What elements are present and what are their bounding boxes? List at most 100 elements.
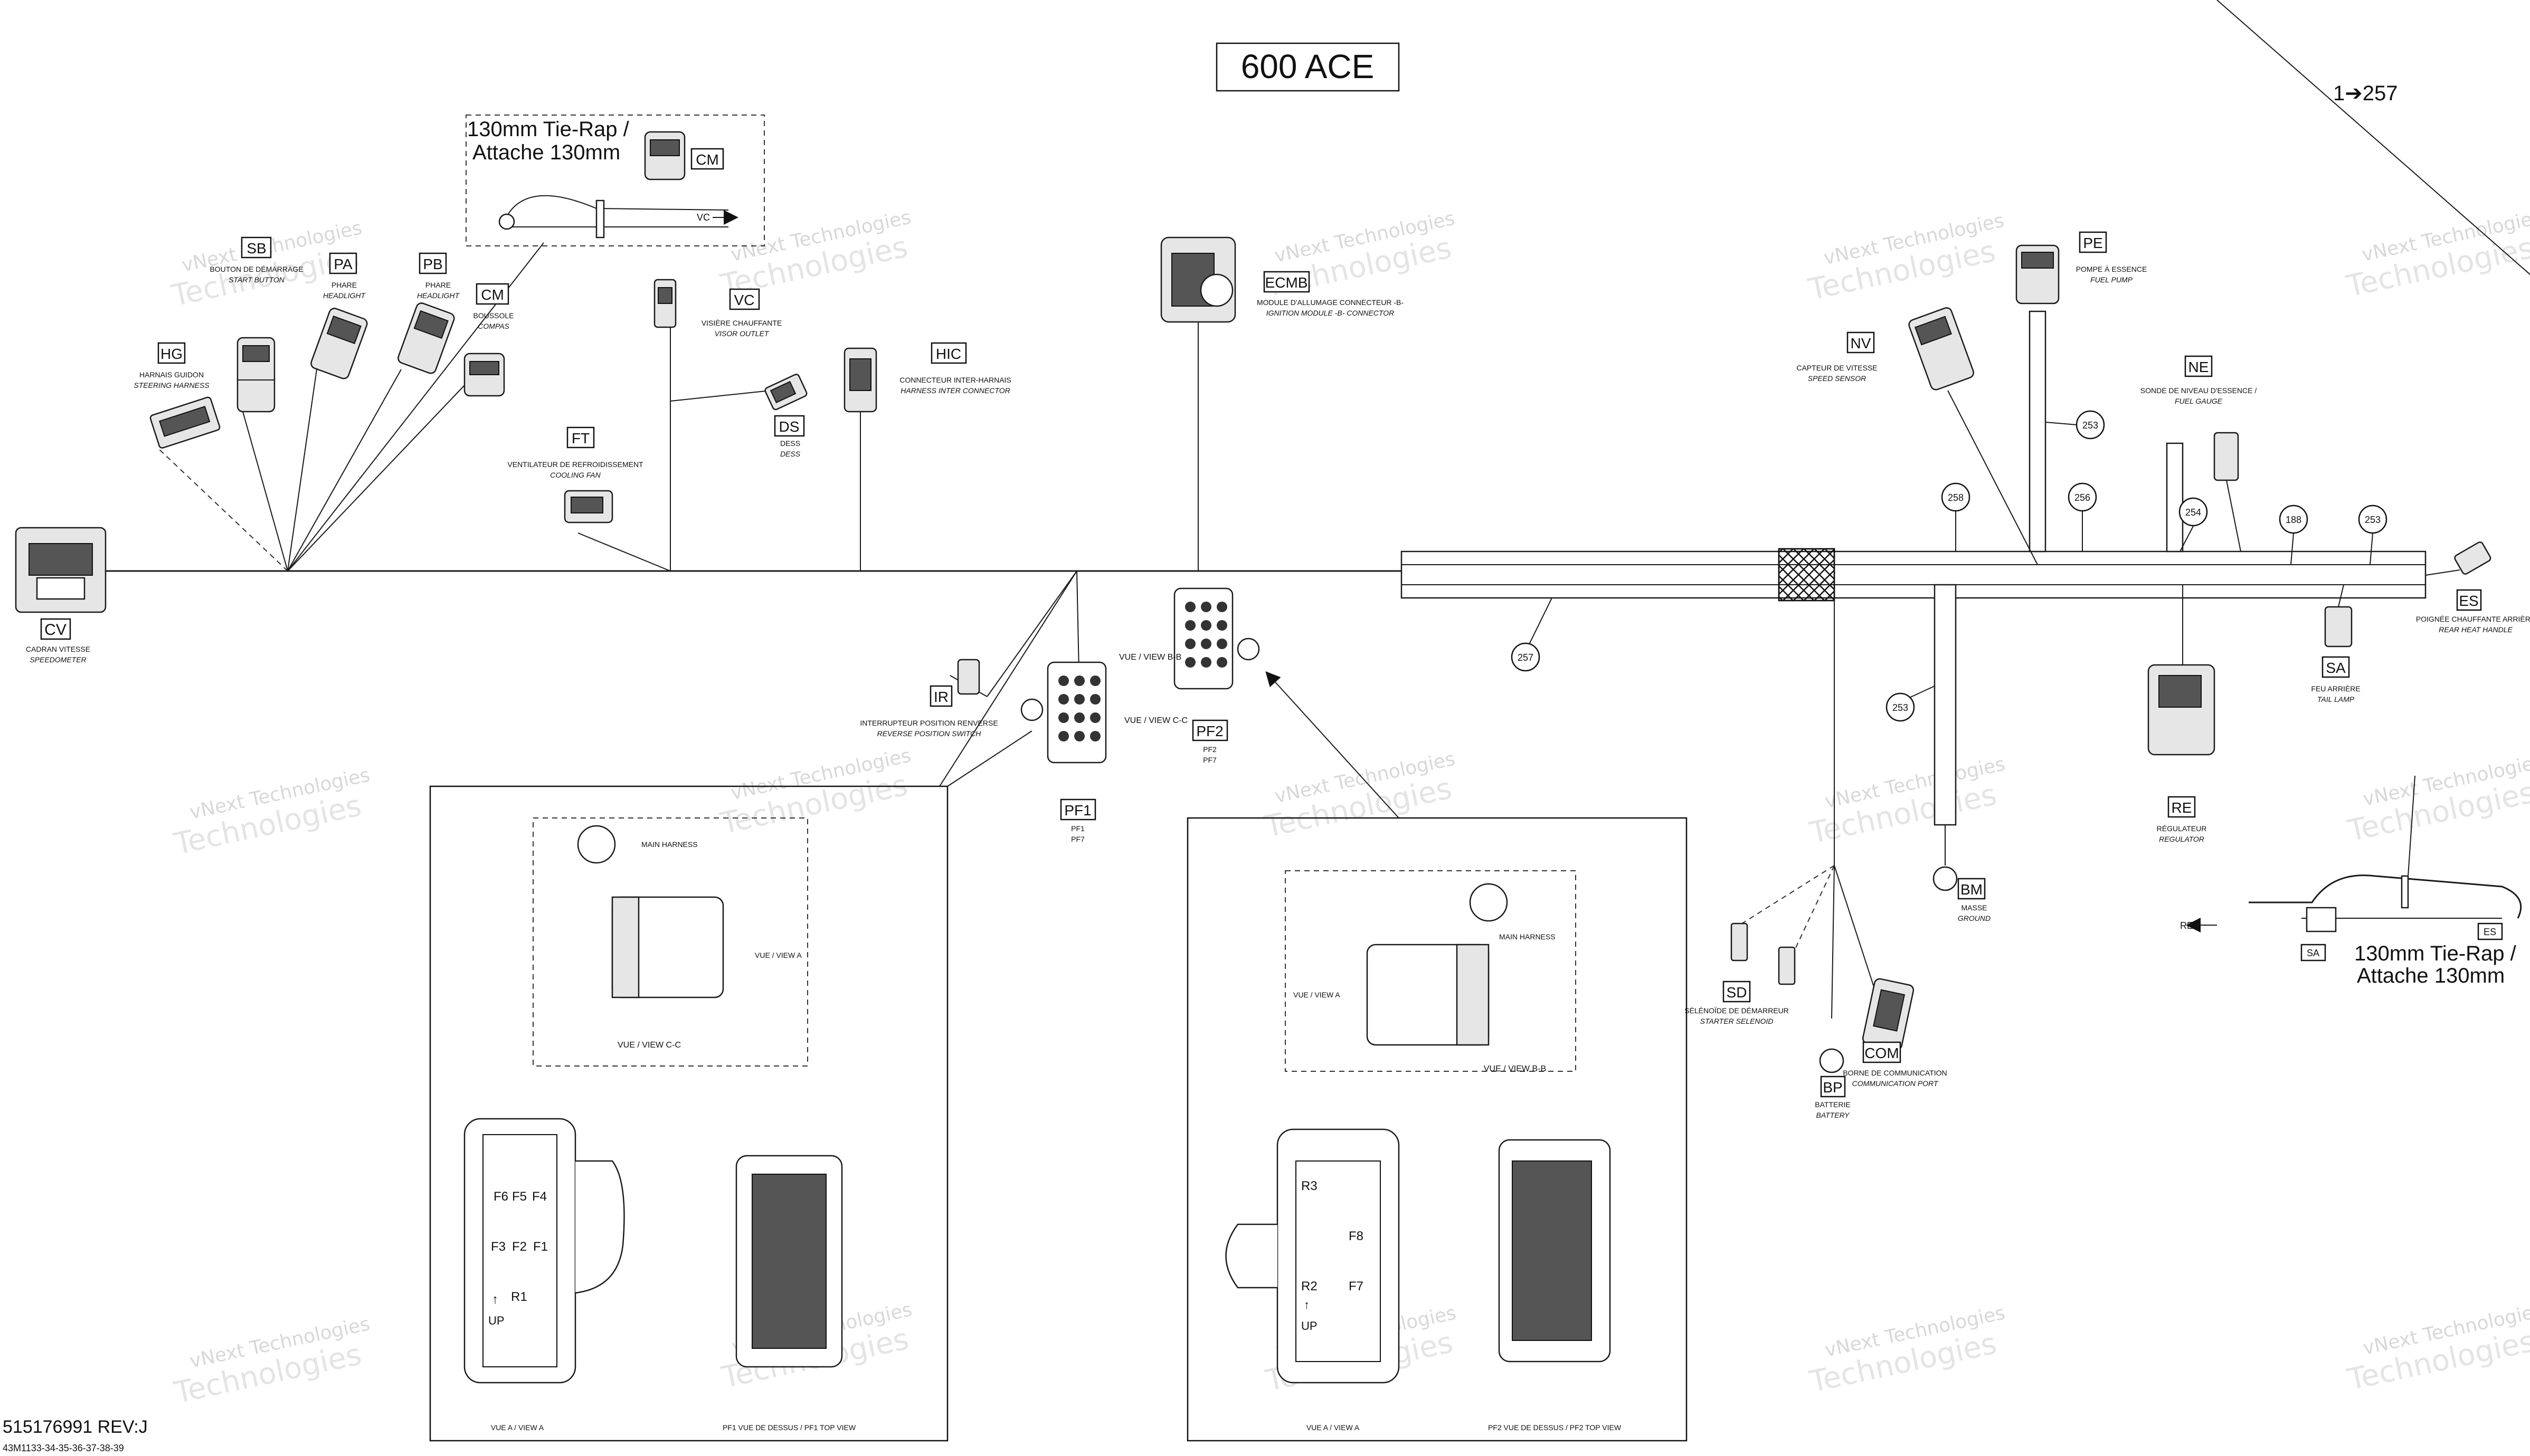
- connector-re[interactable]: RE RÉGULATEUR REGULATOR: [2147, 664, 2215, 843]
- connector-hg[interactable]: HG HARNAIS GUIDON STEERING HARNESS: [134, 342, 221, 449]
- connector-ir[interactable]: IR INTERRUPTEUR POSITION RENVERSE REVERS…: [860, 659, 998, 738]
- com-fr: BORNE DE COMMUNICATION: [1843, 1069, 1947, 1077]
- ne-en: FUEL GAUGE: [2175, 397, 2223, 405]
- tie-wrap-line1: 130mm Tie-Rap /: [467, 118, 630, 141]
- cavity-label: ↑: [492, 1292, 498, 1307]
- connector-pa[interactable]: PA PHARE HEADLIGHT: [310, 252, 369, 380]
- ecmb-en: IGNITION MODULE -B- CONNECTOR: [1266, 309, 1394, 317]
- pf2-face-label: VUE A / VIEW A: [1306, 1423, 1360, 1432]
- connector-ds[interactable]: DS DESS DESS: [764, 374, 808, 458]
- cv-en: SPEEDOMETER: [30, 655, 86, 664]
- bm-en: GROUND: [1958, 914, 1991, 922]
- detail-panel-pf1: MAIN HARNESS VUE / VIEW A VUE / VIEW C-C…: [429, 785, 949, 1442]
- connector-ecmb[interactable]: ECMB MODULE D'ALLUMAGE CONNECTEUR -B- IG…: [1160, 236, 1404, 323]
- hg-en: STEERING HARNESS: [134, 381, 210, 389]
- connector-hic[interactable]: HIC CONNECTEUR INTER-HARNAIS HARNESS INT…: [844, 342, 1011, 413]
- pf2-tag: PF2: [1196, 723, 1223, 739]
- com-tag: COM: [1864, 1045, 1899, 1061]
- pe-fr: POMPE À ESSENCE: [2076, 265, 2147, 273]
- connector-vc[interactable]: VC VISIÈRE CHAUFFANTE VISOR OUTLET: [653, 279, 782, 338]
- pf2-sub2: PF7: [1203, 756, 1217, 764]
- pf1-caption: VUE / VIEW C-C: [618, 1041, 681, 1050]
- bp-fr: BATTERIE: [1815, 1100, 1850, 1109]
- cavity-label: UP: [488, 1314, 505, 1327]
- cavity-label: F8: [1349, 1229, 1363, 1243]
- harness-ref-bubbles: 257 253 258 256 254 188 253 253: [1511, 410, 2387, 722]
- es-en: REAR HEAT HANDLE: [2439, 625, 2513, 634]
- ft-tag: FT: [572, 430, 590, 446]
- cm-fr: BOUSSOLE: [473, 311, 514, 320]
- connector-pb[interactable]: PB PHARE HEADLIGHT: [397, 252, 460, 375]
- cavity-label: F2: [512, 1240, 527, 1254]
- vc-fr: VISIÈRE CHAUFFANTE: [702, 319, 782, 327]
- cavity-label: UP: [1301, 1319, 1318, 1333]
- connector-bp[interactable]: BP BATTERIE BATTERY: [1815, 1048, 1851, 1119]
- cv-fr: CADRAN VITESSE: [26, 645, 90, 653]
- top-right-ref: 1➔257: [2216, 0, 2530, 275]
- ecmb-tag: ECMB: [1265, 274, 1308, 291]
- pb-en: HEADLIGHT: [417, 291, 460, 300]
- com-en: COMMUNICATION PORT: [1852, 1079, 1939, 1088]
- bp-tag: BP: [1823, 1079, 1842, 1096]
- cavity-label: F6: [494, 1189, 508, 1204]
- connector-ft[interactable]: FT VENTILATEUR DE REFROIDISSEMENT COOLIN…: [507, 426, 643, 524]
- connector-nv[interactable]: NV CAPTEUR DE VITESSE SPEED SENSOR: [1796, 307, 2038, 565]
- sa-fr: FEU ARRIÈRE: [2311, 684, 2360, 693]
- cavity-label: F5: [512, 1189, 527, 1204]
- connector-es[interactable]: ES POIGNÉE CHAUFFANTE ARRIÈRE REAR HEAT …: [2416, 541, 2530, 634]
- sd-fr: SÉLÉNOÏDE DE DÉMARREUR: [1684, 1006, 1789, 1015]
- pb-tag: PB: [423, 256, 442, 272]
- cavity-label: F4: [532, 1189, 547, 1204]
- main-trunk: [106, 310, 2460, 865]
- tie-wrap-detail-right: RE SA ES 130mm Tie-Rap / Attache 130mm: [2180, 775, 2522, 987]
- nv-tag: NV: [1851, 335, 1871, 351]
- re-en: REGULATOR: [2159, 835, 2204, 843]
- part-number: 515176991 REV:J: [3, 1417, 148, 1437]
- pf1-sub1: PF1: [1071, 824, 1085, 833]
- sd-en: STARTER SELENOID: [1700, 1017, 1774, 1025]
- cv-tag: CV: [44, 621, 67, 639]
- connector-com[interactable]: COM BORNE DE COMMUNICATION COMMUNICATION…: [1843, 978, 1947, 1088]
- re-tag: RE: [2172, 800, 2192, 816]
- ref-bubble: 188: [2286, 515, 2301, 525]
- detail-panel-pf2: MAIN HARNESS VUE / VIEW A VUE / VIEW B-B…: [1187, 817, 1688, 1442]
- vc-tag: VC: [734, 292, 755, 308]
- ref-bubble: 258: [1948, 492, 1964, 503]
- pf1-vue-a-label: VUE / VIEW A: [755, 951, 802, 959]
- pf1-face-label: VUE A / VIEW A: [491, 1423, 544, 1432]
- connector-sd[interactable]: SD SÉLÉNOÏDE DE DÉMARREUR STARTER SELENO…: [1684, 922, 1796, 1025]
- connector-cm[interactable]: CM BOUSSOLE COMPAS: [463, 283, 514, 397]
- hic-fr: CONNECTEUR INTER-HARNAIS: [899, 376, 1011, 384]
- cavity-label: F3: [491, 1240, 506, 1254]
- connector-sa[interactable]: SA FEU ARRIÈRE TAIL LAMP: [2311, 584, 2361, 703]
- pb-fr: PHARE: [425, 281, 451, 289]
- connector-cv[interactable]: CV CADRAN VITESSE SPEEDOMETER: [15, 527, 107, 664]
- main-harness-label: MAIN HARNESS: [641, 840, 698, 849]
- left-wire-fan: [158, 242, 1199, 787]
- ref-bubble: 253: [2365, 515, 2381, 525]
- ref-bubble: 256: [2074, 492, 2090, 503]
- connector-sb[interactable]: SB BOUTON DE DÉMARRAGE START BUTTON: [210, 236, 304, 413]
- es-small-label: ES: [2484, 927, 2496, 937]
- sa-tag: SA: [2326, 660, 2346, 676]
- pf1-sub2: PF7: [1071, 835, 1085, 843]
- connector-pe[interactable]: PE POMPE À ESSENCE FUEL PUMP: [2015, 231, 2147, 304]
- cm-tag: CM: [481, 287, 504, 303]
- re-fr: RÉGULATEUR: [2157, 824, 2207, 833]
- ft-en: COOLING FAN: [550, 471, 601, 479]
- pf1-tag: PF1: [1064, 802, 1091, 819]
- ref-bubble: 253: [2082, 420, 2098, 431]
- cavity-label: R2: [1301, 1279, 1318, 1293]
- connector-ne[interactable]: NE SONDE DE NIVEAU D'ESSENCE / FUEL GAUG…: [2140, 355, 2257, 552]
- main-harness-label: MAIN HARNESS: [1499, 932, 1556, 941]
- connector-pf2[interactable]: VUE / VIEW B-B PF2 PF2 PF7: [1119, 587, 1399, 819]
- sb-tag: SB: [247, 240, 266, 256]
- hg-tag: HG: [160, 346, 183, 362]
- hic-en: HARNESS INTER CONNECTOR: [901, 386, 1010, 395]
- pf1-top-label: PF1 VUE DE DESSUS / PF1 TOP VIEW: [723, 1423, 856, 1432]
- pe-tag: PE: [2083, 235, 2102, 251]
- sb-en: START BUTTON: [229, 275, 285, 284]
- connector-bm[interactable]: BM MASSE GROUND: [1932, 825, 1991, 922]
- vc-en: VISOR OUTLET: [715, 329, 770, 338]
- connector-pf1[interactable]: VUE / VIEW C-C PF1 PF1 PF7: [1020, 661, 1188, 843]
